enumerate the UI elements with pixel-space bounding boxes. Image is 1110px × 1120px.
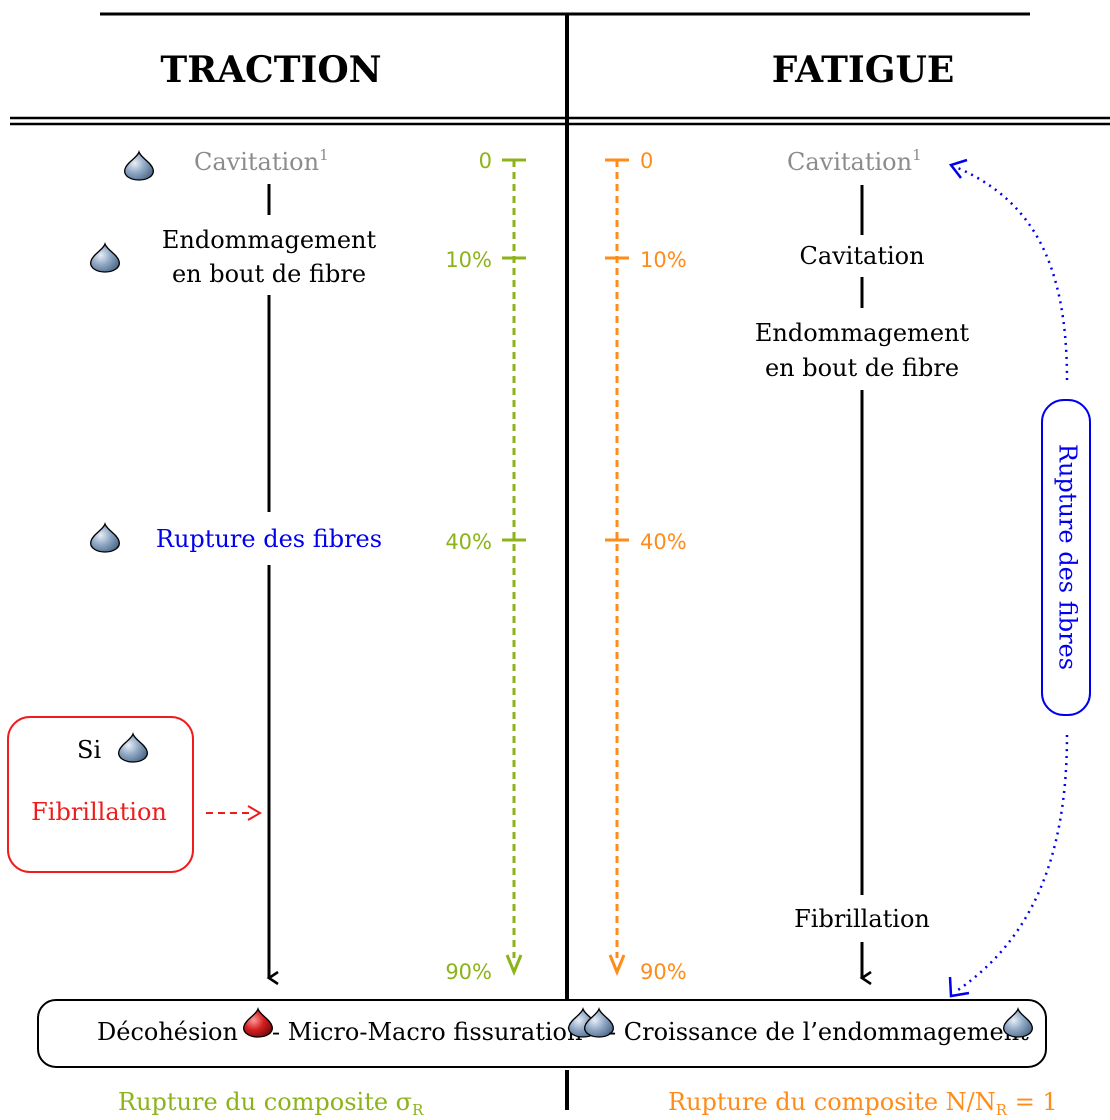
- bottom-croissance: - Croissance de l’endommagement: [608, 1018, 1029, 1046]
- traction-scale-label: 40%: [445, 530, 492, 554]
- traction-scale-arrow-head: [505, 954, 523, 976]
- blue-drop-icon: [118, 733, 148, 763]
- traction-endommagement-line2: en bout de fibre: [172, 260, 366, 288]
- fatigue-scale-label: 0: [640, 149, 653, 173]
- fatigue-scale-arrow-head: [608, 954, 626, 976]
- fatigue-cycle-scale: 0 10% 40% 90%: [605, 149, 687, 984]
- cycle-arrow-up: [957, 166, 1069, 381]
- traction-scale-label: 10%: [445, 248, 492, 272]
- cycle-arrow-down-head: [948, 976, 970, 998]
- fibrillation-arrow-head: [247, 805, 262, 821]
- fatigue-fibrillation: Fibrillation: [794, 905, 930, 933]
- fatigue-scale-label: 90%: [640, 960, 687, 984]
- fibrillation-box: [7, 716, 194, 873]
- bottom-micro-macro: - Micro-Macro fissuration: [272, 1018, 582, 1046]
- fatigue-scale-label: 10%: [640, 248, 687, 272]
- cycle-arrow-up-head: [948, 158, 968, 179]
- blue-drop-icon: [90, 243, 120, 273]
- blue-drop-icon: [124, 151, 154, 181]
- fatigue-cavitation-2: Cavitation: [799, 242, 924, 270]
- si-label: Si: [77, 736, 101, 764]
- bottom-mechanisms-box: [37, 999, 1047, 1068]
- fatigue-endommagement-line2: en bout de fibre: [765, 354, 959, 382]
- footer-traction: Rupture du composite σR: [118, 1088, 424, 1119]
- traction-scale-label: 0: [479, 149, 492, 173]
- traction-stress-scale: 0 10% 40% 90%: [445, 149, 526, 984]
- traction-endommagement-line1: Endommagement: [162, 226, 377, 254]
- header-traction: TRACTION: [160, 49, 381, 91]
- traction-fibrillation: Fibrillation: [31, 798, 167, 826]
- cycle-label: Rupture des fibres: [1054, 444, 1082, 670]
- bottom-decohesion: Décohésion: [97, 1018, 238, 1046]
- cycle-label-box: [1041, 399, 1091, 716]
- fatigue-cavitation: Cavitation1: [787, 146, 922, 176]
- traction-rupture-fibres: Rupture des fibres: [156, 525, 382, 553]
- fatigue-scale-label: 40%: [640, 530, 687, 554]
- traction-scale-label: 90%: [445, 960, 492, 984]
- header-fatigue: FATIGUE: [772, 49, 955, 91]
- traction-cavitation: Cavitation1: [194, 146, 329, 176]
- blue-drop-icon: [90, 523, 120, 553]
- fatigue-endommagement-line1: Endommagement: [755, 319, 970, 347]
- cycle-arrow-down: [957, 734, 1069, 992]
- footer-fatigue: Rupture du composite N/NR = 1: [668, 1088, 1058, 1119]
